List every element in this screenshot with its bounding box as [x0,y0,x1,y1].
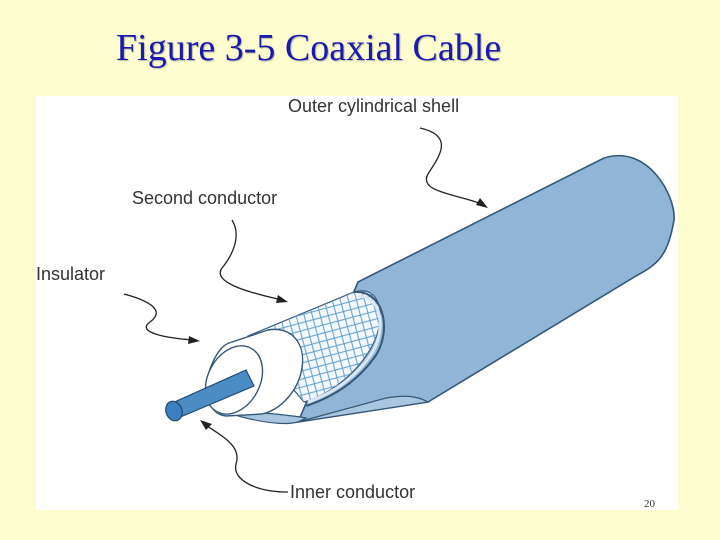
outer-shell [296,155,675,424]
arrow-insulator [188,336,200,344]
inner-conductor-end [165,400,183,422]
page-number: 20 [644,498,655,510]
label-outer-shell: Outer cylindrical shell [288,96,460,116]
arrow-second-conductor [276,295,288,303]
label-inner-conductor: Inner conductor [290,482,416,502]
coaxial-cable-diagram [123,127,675,493]
outer-shell-cut-edge [297,395,430,423]
shell-cut-curve-highlight [307,294,382,404]
pointer-outer-shell [419,127,483,205]
pointer-second-conductor [219,219,283,301]
coaxial-cable-figure: Outer cylindrical shell Second conductor… [36,96,678,510]
shell-cut-curve [305,290,386,407]
label-second-conductor: Second conductor [132,188,278,208]
pointer-insulator [123,293,195,341]
arrow-inner-conductor [200,420,212,430]
label-insulator: Insulator [36,264,106,284]
slide-title: Figure 3-5 Coaxial Cable [116,27,502,69]
pointer-inner-conductor [203,423,289,493]
arrow-outer-shell [476,198,488,208]
